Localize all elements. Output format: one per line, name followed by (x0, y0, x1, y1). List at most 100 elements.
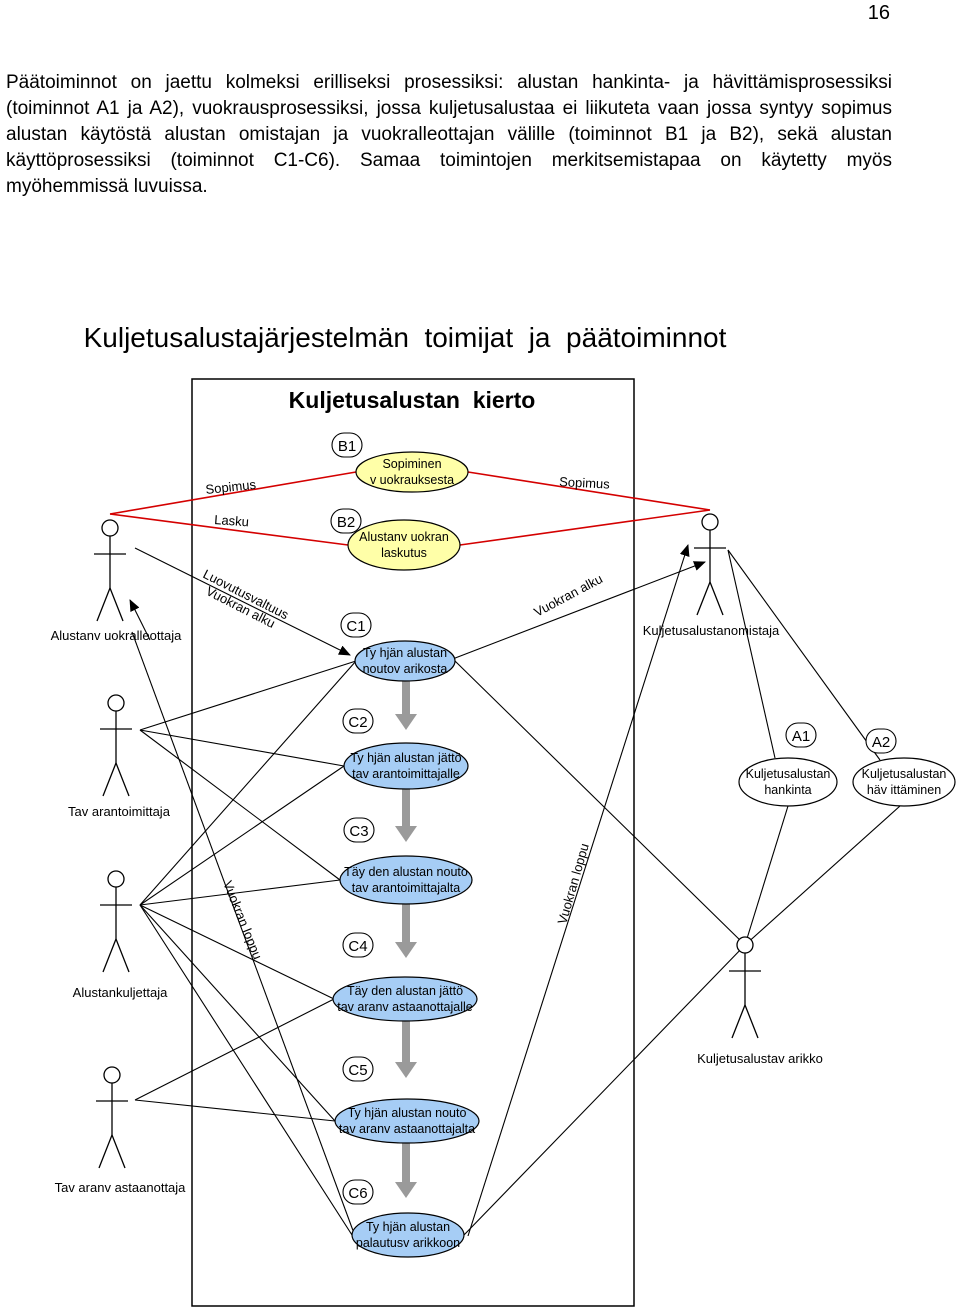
system-boundary (191, 378, 635, 1307)
actor-kuljettaja: Alustankuljettaja (73, 870, 168, 1000)
association-line (467, 471, 711, 511)
actor-omistaja: Kuljetusalustanomistaja (643, 513, 780, 638)
association-line (139, 904, 336, 1122)
association-line (454, 660, 746, 946)
use-case-c5: C5 Ty hjän alustan nouto tav aranv astaano… (334, 1056, 480, 1144)
association-line (139, 660, 357, 906)
label-sopimus-right: Sopimus (559, 474, 611, 492)
use-case-label: Alustanv uokran (359, 530, 449, 544)
flow-arrow (395, 1143, 417, 1198)
association-line (109, 513, 349, 546)
use-case-label: Kuljetusalustan (746, 767, 831, 781)
association-line (134, 998, 335, 1101)
use-case-label: palautusv arikkoon (356, 1236, 460, 1250)
system-title: Kuljetusalustan kierto (289, 387, 536, 413)
label-sopimus-left: Sopimus (205, 477, 257, 497)
association-line (129, 599, 151, 641)
use-case-label: Sopiminen (382, 457, 441, 471)
association-line (727, 549, 881, 761)
use-case-label: Ty hjän alustan (363, 646, 447, 660)
association-line (459, 509, 711, 546)
actors-diagram: Kuljetusalustajärjestelmän toimijat ja p… (51, 322, 956, 1307)
association-line (134, 547, 351, 656)
use-case-code: C6 (348, 1185, 367, 1202)
use-case-label: Kuljetusalustan (862, 767, 947, 781)
association-line (139, 729, 345, 767)
label-vuokran-loppu-left: Vuokran loppu (220, 879, 265, 962)
use-case-code: C3 (349, 823, 368, 840)
association-line (139, 904, 353, 1236)
actor-label: Tav arantoimittaja (68, 804, 171, 819)
actor-label: Kuljetusalustav arikko (697, 1051, 823, 1066)
use-case-c1: C1 Ty hjän alustan noutov arikosta (340, 612, 456, 682)
association-line (139, 660, 357, 731)
use-case-label: laskutus (381, 546, 427, 560)
use-case-label: tav arantoimittajalta (352, 881, 460, 895)
association-line (727, 549, 776, 759)
use-case-code: C4 (348, 938, 367, 955)
use-case-label: Ty hjän alustan jättö (350, 751, 461, 765)
actor-label: Kuljetusalustanomistaja (643, 623, 780, 638)
association-line (744, 805, 789, 946)
actor-label: Alustanv uokralleottaja (51, 628, 183, 643)
association-line (131, 631, 356, 1237)
flow-arrow (395, 681, 417, 730)
use-case-label: noutov arikosta (363, 662, 448, 676)
actor-vuokralleottaja: Alustanv uokralleottaja (51, 519, 183, 643)
use-case-code: A1 (792, 728, 810, 745)
intro-text: Päätoiminnot on jaettu kolmeksi erillise… (6, 72, 892, 197)
use-case-code: B1 (338, 438, 356, 455)
actor-varikko: Kuljetusalustav arikko (697, 936, 823, 1066)
use-case-label: tav arantoimittajalle (352, 767, 460, 781)
use-case-label: Täy den alustan nouto (344, 865, 468, 879)
label-vuokran-loppu-right: Vuokran loppu (554, 842, 591, 926)
use-case-code: C5 (348, 1062, 367, 1079)
diagram-title: Kuljetusalustajärjestelmän toimijat ja p… (84, 322, 727, 353)
actor-label: Tav aranv astaanottaja (55, 1180, 187, 1195)
association-line (467, 544, 690, 1237)
intro-paragraph: Päätoiminnot on jaettu kolmeksi erillise… (6, 70, 892, 200)
flow-arrow (395, 904, 417, 958)
use-case-c6: C6 Ty hjän alustan palautusv arikkoon (342, 1179, 465, 1258)
association-line (109, 471, 357, 515)
use-case-label: Täy den alustan jättö (347, 984, 463, 998)
use-case-label: häv ittäminen (867, 783, 941, 797)
actor-label: Alustankuljettaja (73, 985, 168, 1000)
actors: Alustanv uokralleottaja Kuljetusalustanom… (51, 513, 823, 1195)
use-case-label: tav aranv astaanottajalta (339, 1122, 475, 1136)
use-case-label: Ty hjän alustan (366, 1220, 450, 1234)
use-case-label: v uokrauksesta (370, 473, 454, 487)
association-line (134, 1099, 336, 1122)
flow-arrow (395, 789, 417, 842)
actor-tavarantoimittaja: Tav arantoimittaja (68, 694, 171, 819)
use-case-code: C2 (348, 714, 367, 731)
use-case-code: C1 (346, 618, 365, 635)
use-case-label: Ty hjän alustan nouto (348, 1106, 467, 1120)
association-lines (109, 471, 901, 1237)
use-case-label: hankinta (764, 783, 811, 797)
association-line (139, 879, 341, 906)
association-line (449, 561, 706, 661)
actor-vastaanottaja: Tav aranv astaanottaja (55, 1066, 187, 1195)
association-line (744, 805, 901, 946)
label-vuokran-alku-right: Vuokran alku (531, 571, 605, 620)
use-case-label: tav aranv astaanottajalle (337, 1000, 473, 1014)
flow-arrows (395, 681, 417, 1198)
association-line (139, 904, 335, 1000)
flow-arrow (395, 1021, 417, 1078)
use-case-code: B2 (337, 514, 355, 531)
page-number: 16 (867, 2, 890, 24)
use-case-c2: C2 Ty hjän alustan jättö tav arantoimittaj… (342, 708, 469, 790)
association-line (463, 944, 746, 1236)
use-case-code: A2 (872, 734, 890, 751)
label-lasku: Lasku (214, 512, 250, 529)
association-line (139, 765, 345, 906)
association-line (139, 729, 341, 881)
